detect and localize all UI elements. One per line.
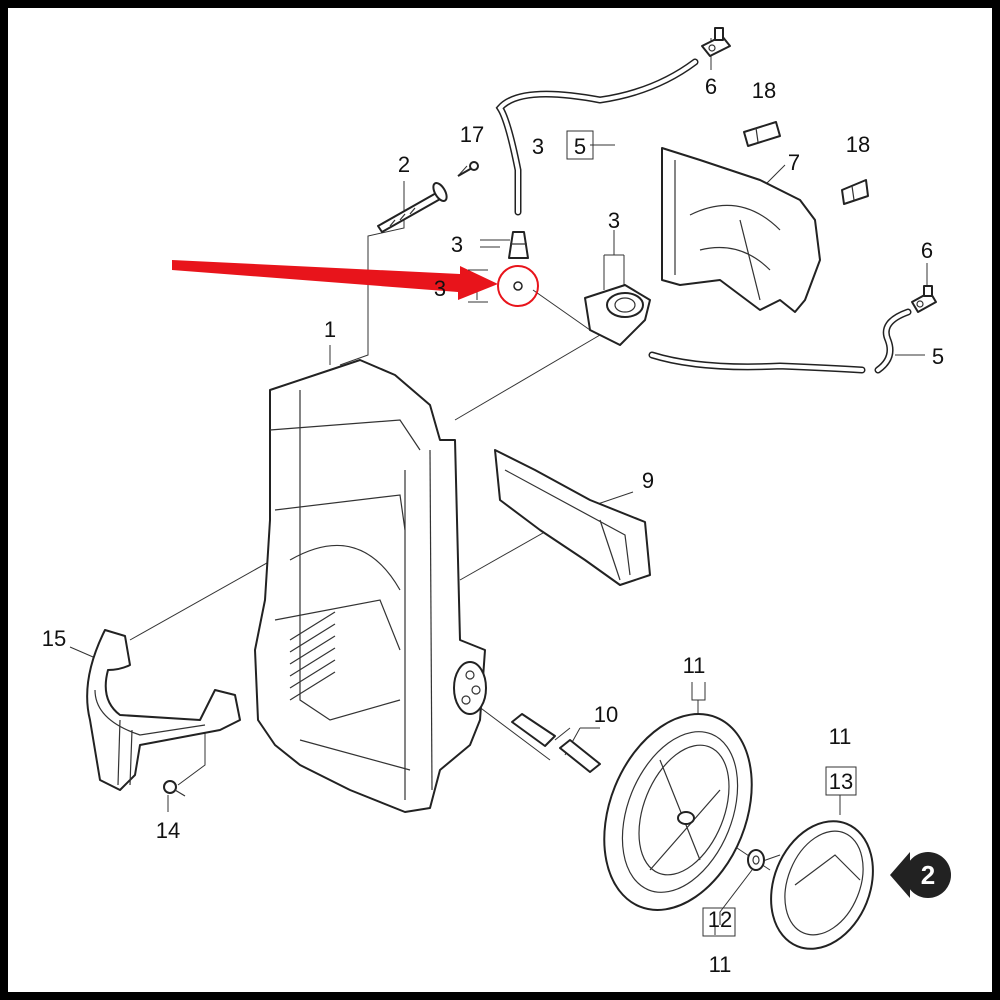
part-clip-18a [743, 121, 781, 147]
callout-3-top: 3 [532, 134, 544, 159]
callout-5-lower: 5 [932, 344, 944, 369]
callout-11-washer: 11 [709, 952, 732, 977]
part-hose-lower [648, 308, 912, 374]
part-connector-6b [911, 285, 937, 313]
callout-11-hubcap: 11 [829, 724, 852, 749]
part-screw-14 [163, 780, 186, 797]
callout-13: 13 [829, 769, 853, 794]
page-nav-badge[interactable]: 2 [890, 852, 951, 898]
part-cover-9 [494, 449, 651, 586]
part-hose-upper [495, 58, 699, 216]
part-housing [254, 359, 487, 813]
vent-grille [289, 611, 336, 701]
part-wheel-11 [603, 713, 753, 911]
callout-3-fitting: 3 [608, 208, 620, 233]
callout-6-top: 6 [705, 74, 717, 99]
part-holder-15 [86, 629, 241, 791]
callout-18-right: 18 [846, 132, 870, 157]
callout-10: 10 [594, 702, 618, 727]
callout-2: 2 [398, 152, 410, 177]
callout-5-top: 5 [574, 134, 586, 159]
part-nozzle-3 [508, 231, 529, 259]
part-outlet-fitting [584, 284, 651, 346]
callout-7: 7 [788, 150, 800, 175]
callout-6-right: 6 [921, 238, 933, 263]
part-cover-7 [661, 147, 821, 313]
callout-1: 1 [324, 317, 336, 342]
callout-3-nozzle: 3 [451, 232, 463, 257]
wheel-hub-socket [453, 661, 487, 715]
callout-17: 17 [460, 122, 484, 147]
callout-labels: 1 2 3 5 3 3 3 5 6 6 7 9 10 11 11 11 12 1… [42, 74, 944, 977]
highlight-circle [497, 265, 539, 307]
label-brackets [468, 130, 857, 937]
part-screw-17 [457, 161, 479, 177]
highlight-arrow [172, 260, 498, 300]
callout-11-wheel: 11 [683, 653, 706, 678]
callout-12: 12 [708, 907, 732, 932]
part-screw-2 [377, 181, 448, 233]
callout-14: 14 [156, 818, 180, 843]
part-axle-10 [511, 713, 601, 773]
part-washer-12 [747, 849, 765, 871]
callout-3-highlighted: 3 [434, 276, 446, 301]
part-hubcap-13 [770, 820, 874, 950]
callout-9: 9 [642, 468, 654, 493]
part-clip-18b [841, 179, 869, 205]
callout-18-top: 18 [752, 78, 776, 103]
callout-15: 15 [42, 626, 66, 651]
page-number: 2 [921, 860, 935, 890]
part-connector-6a [701, 27, 731, 57]
